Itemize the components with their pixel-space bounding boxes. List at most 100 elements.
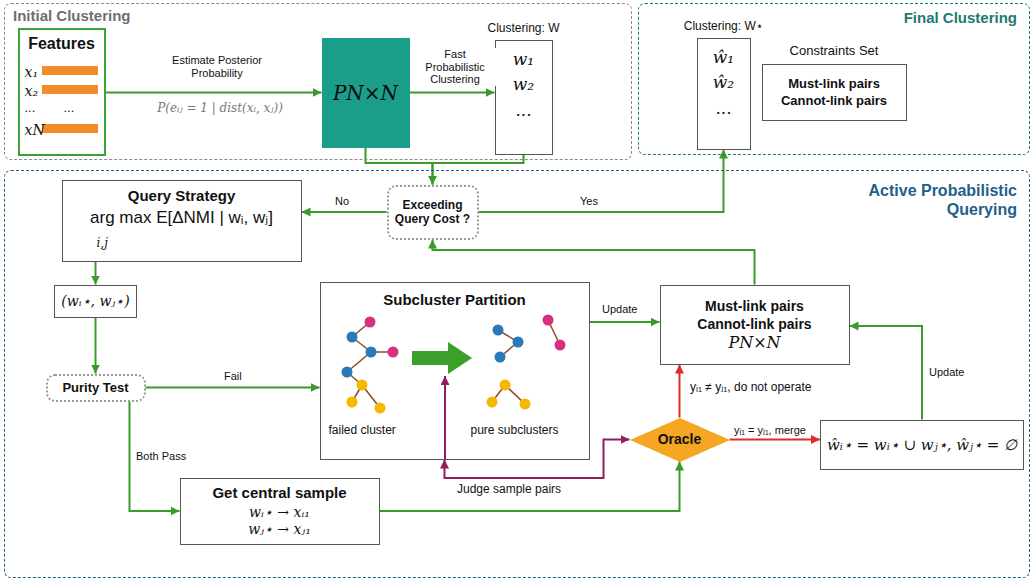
flow-connector — [433, 240, 755, 285]
node-title: Final Clustering — [904, 9, 1017, 27]
node-text: pure subclusters — [471, 423, 559, 437]
flow-connector — [380, 462, 680, 512]
flow-connector — [410, 92, 495, 94]
node-title: Initial Clustering — [13, 7, 131, 25]
region-panel: Final ClusteringClustering: W⋆ŵ₁ ŵ₂ ...C… — [638, 3, 1030, 155]
node-title: Constraints Set — [790, 43, 879, 59]
node-title: (wᵢ⋆, wⱼ⋆) — [61, 293, 129, 310]
features-box: Features x₁ x₂...... xN — [18, 28, 106, 156]
constraint-box: Must-link pairs Cannot-link pairsPN×N — [660, 285, 850, 365]
feature-bar — [42, 85, 98, 94]
flow-connector — [146, 387, 320, 389]
node-text: xN — [25, 122, 45, 139]
decision-box: Purity Test — [46, 374, 146, 402]
node-title: Clustering: W — [487, 21, 559, 35]
failed-cluster-graph — [342, 317, 399, 414]
node-text: failed cluster — [329, 423, 396, 437]
node-title: Exceeding Query Cost ? — [394, 198, 472, 227]
node-title: Purity Test — [62, 380, 128, 396]
graph-dot — [513, 337, 524, 348]
region-panel: Initial ClusteringFeatures x₁ x₂...... xN PN… — [4, 3, 632, 160]
edge-label: Both Pass — [134, 450, 188, 463]
graph-dot — [388, 347, 399, 358]
pure-subcluster-graph — [487, 315, 566, 410]
graph-dot — [375, 403, 386, 414]
node-text: w₁ w₂ ... — [511, 47, 537, 124]
flow-connector — [590, 321, 660, 323]
probability-matrix: PN×N — [322, 38, 410, 148]
edge-label: Update — [600, 303, 639, 316]
flow-connector — [95, 318, 97, 374]
formula-label: P(eᵢⱼ = 1 | dist(xᵢ, xⱼ)) — [116, 102, 324, 116]
feature-bar — [42, 124, 98, 133]
process-box: Query Strategy arg max E[ΔNMI | wᵢ, wⱼ] i,… — [62, 180, 302, 262]
node-text: ŵ₁ ŵ₂ ... — [711, 45, 737, 122]
node-title: Oracle — [658, 431, 702, 448]
graph-dot — [493, 325, 504, 336]
edge-label: Fast Probabilistic Clustering — [412, 48, 498, 86]
partition-arrow — [412, 342, 472, 374]
node-text: wⱼ⋆ → xⱼ₁ — [248, 521, 311, 538]
graph-dot — [366, 347, 377, 358]
node-title: Features — [20, 34, 104, 53]
decision-diamond: Oracle — [630, 418, 730, 462]
edge-label: Yes — [578, 195, 600, 208]
node-title: ŵᵢ⋆ = wᵢ⋆ ∪ wⱼ⋆, ŵⱼ⋆ = ∅ — [827, 436, 1017, 454]
flow-connector — [366, 148, 433, 185]
graph-dot — [357, 380, 368, 391]
flow-connector — [679, 365, 681, 418]
edge-label: Update — [927, 366, 966, 379]
node-title: Clustering: W⋆ — [684, 19, 764, 33]
process-box: Get central sample wᵢ⋆ → xᵢ₁wⱼ⋆ → xⱼ₁ — [180, 478, 380, 545]
node-text: arg max E[ΔNMI | wᵢ, wⱼ] — [90, 208, 273, 228]
node-text: x₂ — [25, 83, 39, 100]
edge-label: Fail — [222, 370, 244, 383]
graph-dot — [342, 367, 353, 378]
feature-bars — [42, 66, 98, 133]
node-title: Query Strategy — [128, 187, 236, 205]
node-text: x₁ — [25, 64, 39, 81]
graph-dot — [347, 397, 358, 408]
node-title: PN×N — [333, 81, 398, 105]
graph-dot — [500, 380, 511, 391]
process-box: Subcluster Partition failed cluster pure s… — [320, 282, 590, 460]
node-text: i,j — [97, 236, 108, 250]
clustering-box: Clustering: Ww₁ w₂ ... — [495, 40, 553, 155]
decision-box: Exceeding Query Cost ? — [387, 185, 479, 240]
judge-line — [444, 376, 446, 459]
graph-dot — [495, 352, 506, 363]
feature-bar — [42, 66, 98, 75]
region-panel: Active Probabilistic Querying Query Strat… — [4, 170, 1030, 578]
graph-dot — [365, 317, 376, 328]
edge-label: No — [333, 195, 351, 208]
node-title: Must-link pairs Cannot-link pairs — [685, 297, 825, 333]
graph-dot — [555, 340, 566, 351]
graph-dot — [520, 399, 531, 410]
node-text: PN×N — [728, 333, 780, 352]
process-box: ŵᵢ⋆ = wᵢ⋆ ∪ wⱼ⋆, ŵⱼ⋆ = ∅ — [820, 420, 1024, 470]
node-title: Get central sample — [212, 484, 346, 502]
flow-connector — [302, 211, 387, 213]
flow-connector — [106, 92, 322, 94]
diamond-fill — [630, 418, 730, 462]
node-text: ... — [25, 100, 36, 116]
node-text: Must-link pairs Cannot-link pairs — [769, 76, 899, 110]
constraint-box: Constraints SetMust-link pairs Cannot-li… — [762, 64, 907, 121]
clustering-box: Clustering: W⋆ŵ₁ ŵ₂ ... — [697, 38, 751, 150]
edge-label: yᵢ₁ ≠ yⱼ₁, do not operate — [688, 381, 813, 395]
node-title: Subcluster Partition — [383, 291, 526, 309]
flow-connector — [95, 262, 97, 285]
edge-label: yᵢ₁ = yⱼ₁, merge — [732, 424, 808, 437]
graph-dot — [347, 332, 358, 343]
graph-dot — [543, 315, 554, 326]
node-title: Active Probabilistic Querying — [837, 181, 1017, 219]
node-text: wᵢ⋆ → xᵢ₁ — [249, 504, 310, 521]
flow-connector — [479, 150, 724, 213]
pair-box: (wᵢ⋆, wⱼ⋆) — [54, 285, 136, 318]
node-text: ... — [64, 100, 75, 116]
edge-label: Judge sample pairs — [455, 483, 563, 497]
flow-connector — [730, 439, 820, 441]
flow-connector — [850, 326, 922, 420]
edge-label: Estimate Posterior Probability — [150, 54, 284, 79]
graph-dot — [487, 397, 498, 408]
